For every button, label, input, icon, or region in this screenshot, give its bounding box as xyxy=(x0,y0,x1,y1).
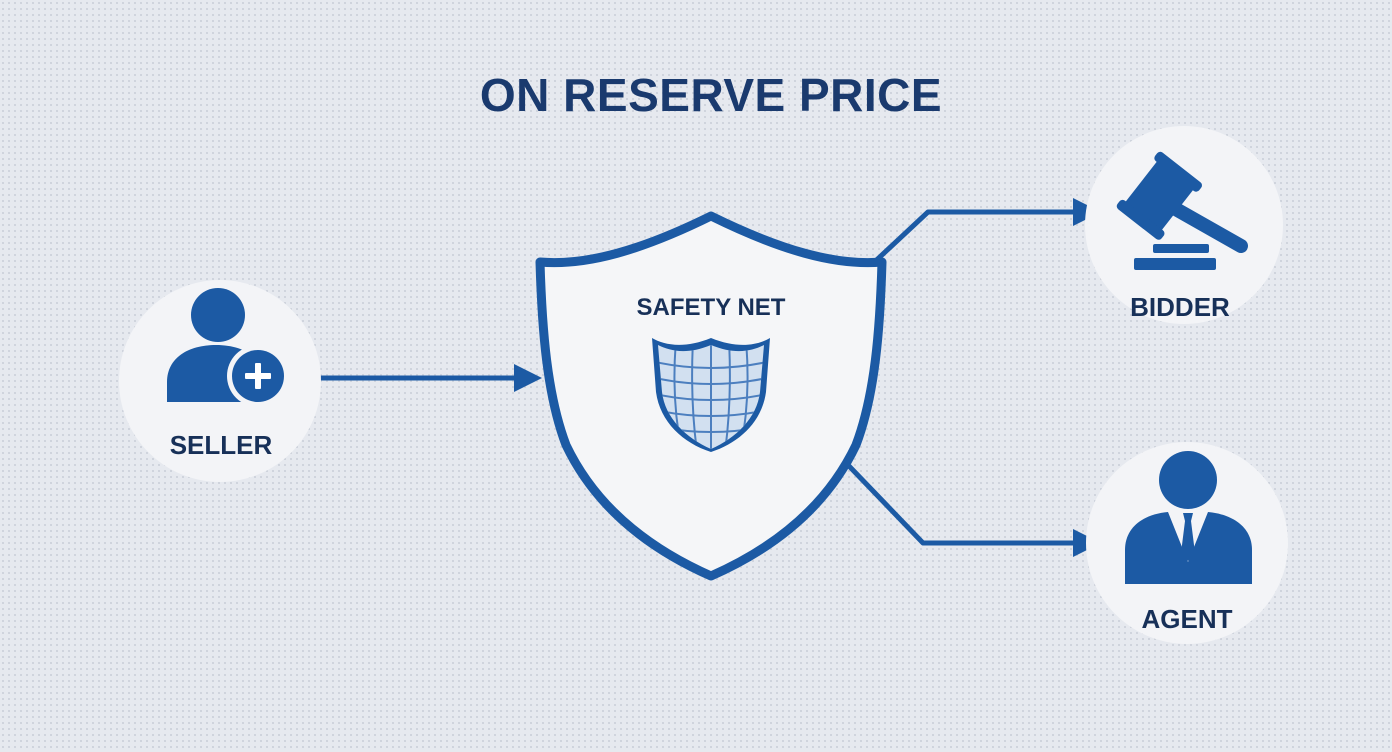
shield-net-icon xyxy=(652,338,770,452)
agent-label: AGENT xyxy=(1142,604,1233,634)
safety-net-shield: SAFETY NET xyxy=(535,211,887,581)
gavel-icon xyxy=(1116,151,1248,270)
businessman-icon xyxy=(1125,451,1252,584)
safety-net-label: SAFETY NET xyxy=(637,294,786,321)
agent-node: AGENT xyxy=(1086,442,1288,644)
bidder-label: BIDDER xyxy=(1130,292,1230,322)
seller-node: SELLER xyxy=(119,280,321,482)
user-plus-icon xyxy=(167,288,289,407)
seller-label: SELLER xyxy=(170,430,273,460)
diagram-title: ON RESERVE PRICE xyxy=(479,69,943,121)
seller-to-shield-arrow xyxy=(315,364,542,392)
bidder-node: BIDDER xyxy=(1085,126,1283,324)
shield-to-bidder-arrow xyxy=(866,198,1101,270)
shield-to-agent-arrow xyxy=(847,464,1101,557)
